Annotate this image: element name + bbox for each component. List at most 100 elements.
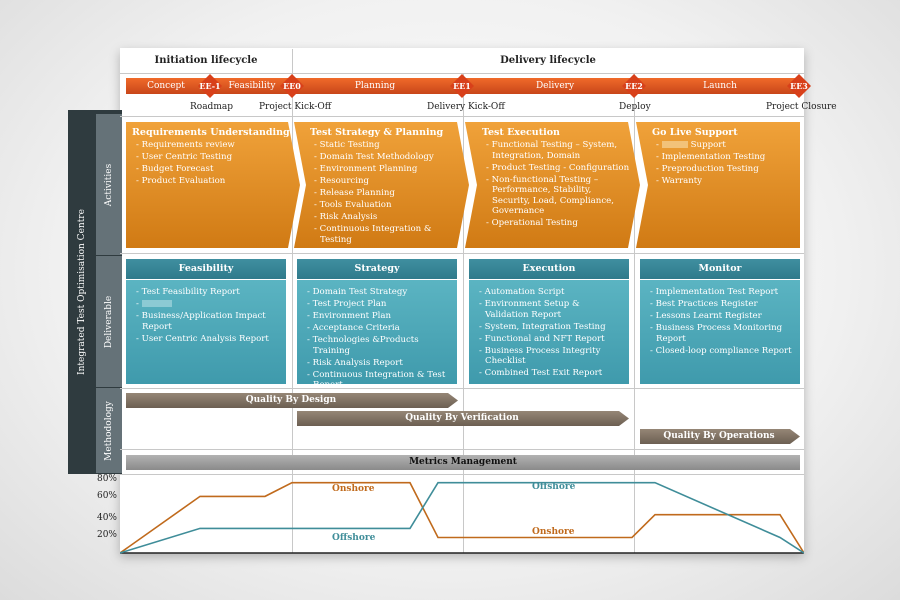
activity-item: Preproduction Testing	[652, 164, 798, 175]
deliverable-body: Domain Test Strategy Test Project Plan E…	[297, 280, 457, 390]
deliverable-item: Functional and NFT Report	[475, 334, 623, 345]
activity-item: Release Planning	[310, 188, 460, 199]
deliverable-item: Automation Script	[475, 287, 623, 298]
redacted-block	[661, 141, 688, 148]
deliverable-item: Closed-loop compliance Report	[646, 346, 794, 357]
column-divider	[634, 74, 635, 553]
activity-item: Requirements review	[132, 140, 292, 151]
deliverable-item: Test Feasibility Report	[132, 287, 280, 298]
deliverable-title: Monitor	[640, 259, 800, 280]
activity-item: Resourcing	[310, 176, 460, 187]
deliverable-item: Risk Analysis Report	[303, 358, 451, 369]
label-quality-by-verification: Quality By Verification	[405, 413, 519, 423]
activity-item: Implementation Testing	[652, 152, 798, 163]
row-divider	[120, 253, 804, 254]
y-tick-40: 40%	[96, 513, 117, 523]
deliverable-item: Test Project Plan	[303, 299, 451, 310]
activity-item: Non-functional Testing – Performance, St…	[482, 175, 630, 217]
activity-item: Warranty	[652, 176, 798, 187]
arrow-quality-by-operations	[640, 429, 800, 444]
deliverable-item: Technologies &Products Training	[303, 335, 451, 356]
phase-planning: Planning	[354, 81, 396, 91]
deliverable-item	[132, 299, 280, 310]
activity-panel-3: Test Execution Functional Testing – Syst…	[482, 127, 630, 230]
phase-feasibility: Feasibility	[228, 81, 276, 91]
deliverable-item: Business Process Monitoring Report	[646, 323, 794, 344]
deliverable-item: Environment Plan	[303, 311, 451, 322]
series-label-offshore: Offshore	[532, 482, 576, 492]
deliverable-item: Environment Setup & Validation Report	[475, 299, 623, 320]
sidebar: Integrated Test Optimisation Centre Acti…	[68, 110, 122, 474]
deliverable-panel-1: Feasibility Test Feasibility Report Busi…	[126, 259, 286, 384]
activity-item: Domain Test Methodology	[310, 152, 460, 163]
milestone-project-kick-off: Project Kick-Off	[259, 102, 332, 112]
activity-item: Product Testing - Configuration	[482, 163, 630, 174]
deliverable-title: Feasibility	[126, 259, 286, 280]
series-label-onshore: Onshore	[332, 484, 375, 494]
gate-diamond-ee3	[787, 74, 811, 98]
deliverable-body: Automation Script Environment Setup & Va…	[469, 280, 629, 384]
activity-item-text: Support	[690, 140, 726, 150]
deliverable-panel-4: Monitor Implementation Test Report Best …	[640, 259, 800, 384]
deliverable-item: System, Integration Testing	[475, 322, 623, 333]
activity-item: Continuous Integration & Testing	[310, 224, 460, 245]
activity-title: Test Execution	[482, 127, 560, 138]
activity-item: Support	[652, 140, 798, 151]
activity-title: Go Live Support	[652, 127, 738, 138]
gate-diamond-ee2	[622, 74, 646, 98]
milestone-project-closure: Project Closure	[766, 102, 837, 112]
deliverable-panel-3: Execution Automation Script Environment …	[469, 259, 629, 384]
deliverable-title: Strategy	[297, 259, 457, 280]
arrow-quality-by-verification	[297, 411, 629, 426]
gate-ee3: EE3	[790, 81, 808, 91]
sidebar-tab-activities: Activities	[96, 114, 122, 256]
gate-diamond-ee-1	[198, 74, 222, 98]
activity-item: Product Evaluation	[132, 176, 292, 187]
activity-title: Requirements Understanding	[132, 127, 290, 138]
series-label-offshore: Offshore	[332, 533, 376, 543]
deliverable-panel-2: Strategy Domain Test Strategy Test Proje…	[297, 259, 457, 390]
sidebar-tab-methodology: Methodology	[96, 388, 122, 474]
activity-item: Risk Analysis	[310, 212, 460, 223]
row-divider	[120, 449, 804, 450]
redacted-block	[141, 300, 172, 307]
delivery-header: Delivery lifecycle	[500, 55, 596, 66]
header-divider	[120, 73, 804, 74]
row-divider	[120, 388, 804, 389]
label-quality-by-design: Quality By Design	[245, 395, 337, 405]
deliverable-item: Implementation Test Report	[646, 287, 794, 298]
y-tick-20: 20%	[96, 530, 117, 540]
milestone-roadmap: Roadmap	[190, 102, 233, 112]
activity-item: Static Testing	[310, 140, 460, 151]
initiation-header: Initiation lifecycle	[154, 55, 258, 66]
activity-item: Budget Forecast	[132, 164, 292, 175]
deliverable-item: Domain Test Strategy	[303, 287, 451, 298]
deliverable-item: Business/Application Impact Report	[132, 311, 280, 332]
sidebar-tab-deliverable: Deliverable	[96, 256, 122, 388]
activity-item: Operational Testing	[482, 218, 630, 229]
deliverable-item: User Centric Analysis Report	[132, 334, 280, 345]
deliverable-item: Combined Test Exit Report	[475, 368, 623, 379]
activity-panel-4: Go Live Support Support Implementation T…	[652, 127, 798, 188]
activity-title: Test Strategy & Planning	[310, 127, 444, 138]
deliverable-body: Implementation Test Report Best Practice…	[640, 280, 800, 384]
phase-concept: Concept	[147, 81, 185, 91]
series-line-onshore	[120, 481, 804, 554]
deliverable-item: Business Process Integrity Checklist	[475, 346, 623, 367]
metrics-bar	[126, 455, 800, 470]
gate-diamond-ee1	[450, 74, 474, 98]
activity-item: User Centric Testing	[132, 152, 292, 163]
row-divider	[120, 116, 804, 117]
deliverable-item: Lessons Learnt Register	[646, 311, 794, 322]
activity-panel-2: Test Strategy & Planning Static Testing …	[310, 127, 460, 247]
deliverable-title: Execution	[469, 259, 629, 280]
deliverable-item: Acceptance Criteria	[303, 323, 451, 334]
gate-diamonds	[198, 74, 811, 98]
deliverable-item: Best Practices Register	[646, 299, 794, 310]
row-divider	[120, 474, 804, 475]
gate-ee-1: EE-1	[199, 81, 221, 91]
phase-delivery: Delivery	[535, 81, 575, 91]
series-line-offshore	[120, 481, 804, 554]
milestone-deploy: Deploy	[619, 102, 651, 112]
deliverable-body: Test Feasibility Report Business/Applica…	[126, 280, 286, 384]
